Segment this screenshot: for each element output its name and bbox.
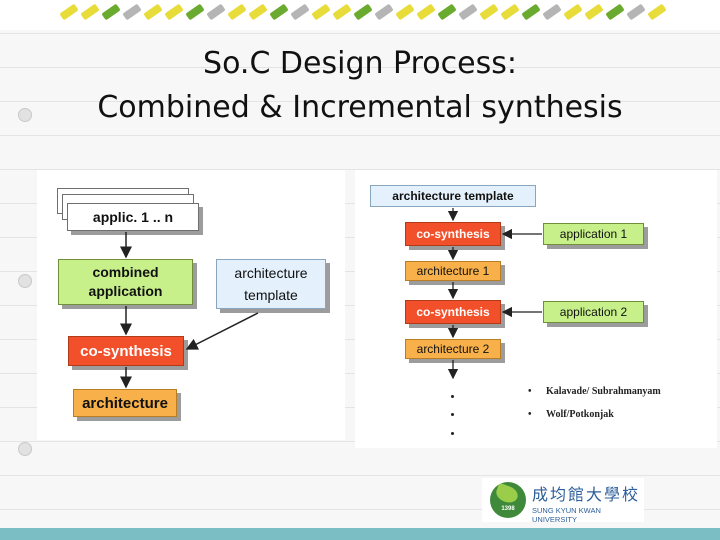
- title-line-2: Combined & Incremental synthesis: [97, 90, 623, 125]
- application-1-label: application 1: [559, 227, 628, 241]
- combined-label-line-1: combined: [92, 264, 159, 280]
- margin-dot-icon: [18, 274, 32, 288]
- pencil-icon: [521, 3, 541, 21]
- pencil-icon: [290, 3, 310, 21]
- bottom-decoration-band: [0, 528, 720, 540]
- top-decoration-band: [0, 0, 720, 30]
- reference-2-text: Wolf/Potkonjak: [546, 409, 614, 420]
- cosynthesis-box: co-synthesis: [68, 336, 184, 366]
- margin-dot-icon: [18, 442, 32, 456]
- template-label-line-2: template: [244, 287, 298, 303]
- pencil-icon: [311, 3, 331, 21]
- architecture-result-box: architecture: [73, 389, 177, 417]
- title-line-1: So.C Design Process:: [203, 46, 517, 81]
- pencil-icon: [542, 3, 562, 21]
- logo-name-english: SUNG KYUN KWAN UNIVERSITY: [532, 506, 601, 524]
- cosynthesis-1-box: co-synthesis: [405, 222, 501, 246]
- pencil-icon: [185, 3, 205, 21]
- pencil-icon: [395, 3, 415, 21]
- pencil-icon: [458, 3, 478, 21]
- pencil-icon: [416, 3, 436, 21]
- university-logo: 1398 成均館大學校 SUNG KYUN KWAN UNIVERSITY: [482, 478, 644, 524]
- architecture-1-box: architecture 1: [405, 261, 501, 281]
- pencil-icon: [353, 3, 373, 21]
- right-template-label: architecture template: [392, 189, 514, 203]
- pencil-icon: [80, 3, 100, 21]
- architecture-label: architecture: [82, 394, 168, 412]
- application-2-label: application 2: [559, 305, 628, 319]
- pencil-icon: [500, 3, 520, 21]
- pencil-icon: [59, 3, 79, 21]
- reference-item-2: • Wolf/Potkonjak: [528, 409, 614, 420]
- reference-1-text: Kalavade/ Subrahmanyam: [546, 386, 661, 397]
- pencil-icon: [479, 3, 499, 21]
- application-1-box: application 1: [543, 223, 644, 245]
- pencil-icon: [332, 3, 352, 21]
- application-2-box: application 2: [543, 301, 644, 323]
- bullet-icon: •: [528, 409, 532, 420]
- cosynthesis-2-box: co-synthesis: [405, 300, 501, 324]
- architecture-2-label: architecture 2: [416, 342, 490, 356]
- architecture-1-label: architecture 1: [416, 264, 490, 278]
- pencil-icon: [437, 3, 457, 21]
- combined-label-line-2: application: [88, 283, 163, 299]
- pencil-icon: [584, 3, 604, 21]
- pencil-icon: [206, 3, 226, 21]
- pencil-icon: [626, 3, 646, 21]
- template-label-line-1: architecture: [234, 265, 308, 281]
- right-template-box: architecture template: [370, 185, 536, 207]
- bullet-icon: •: [528, 386, 532, 397]
- pencil-icon: [248, 3, 268, 21]
- pencil-icon: [164, 3, 184, 21]
- pencil-icon: [122, 3, 142, 21]
- cosynthesis-1-label: co-synthesis: [416, 227, 490, 241]
- emblem-text: 1398: [501, 506, 515, 512]
- slide-title: So.C Design Process: Combined & Incremen…: [0, 42, 720, 130]
- pencil-icon: [143, 3, 163, 21]
- architecture-template-box: architecture template: [216, 259, 326, 309]
- continuation-dot: [451, 413, 454, 416]
- university-emblem-icon: 1398: [490, 482, 526, 518]
- pencil-icon: [269, 3, 289, 21]
- continuation-dot: [451, 395, 454, 398]
- pencil-icon: [374, 3, 394, 21]
- continuation-dot: [451, 432, 454, 435]
- margin-dot-icon: [18, 108, 32, 122]
- cosynthesis-label: co-synthesis: [80, 342, 172, 360]
- pencil-icon: [227, 3, 247, 21]
- pencil-icon: [563, 3, 583, 21]
- pencil-icon: [605, 3, 625, 21]
- applications-label: applic. 1 .. n: [92, 209, 174, 225]
- combined-application-box: combined application: [58, 259, 193, 305]
- architecture-2-box: architecture 2: [405, 339, 501, 359]
- reference-item-1: • Kalavade/ Subrahmanyam: [528, 386, 661, 397]
- pencil-decoration-row: [59, 3, 680, 26]
- cosynthesis-2-label: co-synthesis: [416, 305, 490, 319]
- applications-box: applic. 1 .. n: [67, 203, 199, 231]
- logo-name-cjk: 成均館大學校: [532, 485, 641, 504]
- pencil-icon: [101, 3, 121, 21]
- pencil-icon: [647, 3, 667, 21]
